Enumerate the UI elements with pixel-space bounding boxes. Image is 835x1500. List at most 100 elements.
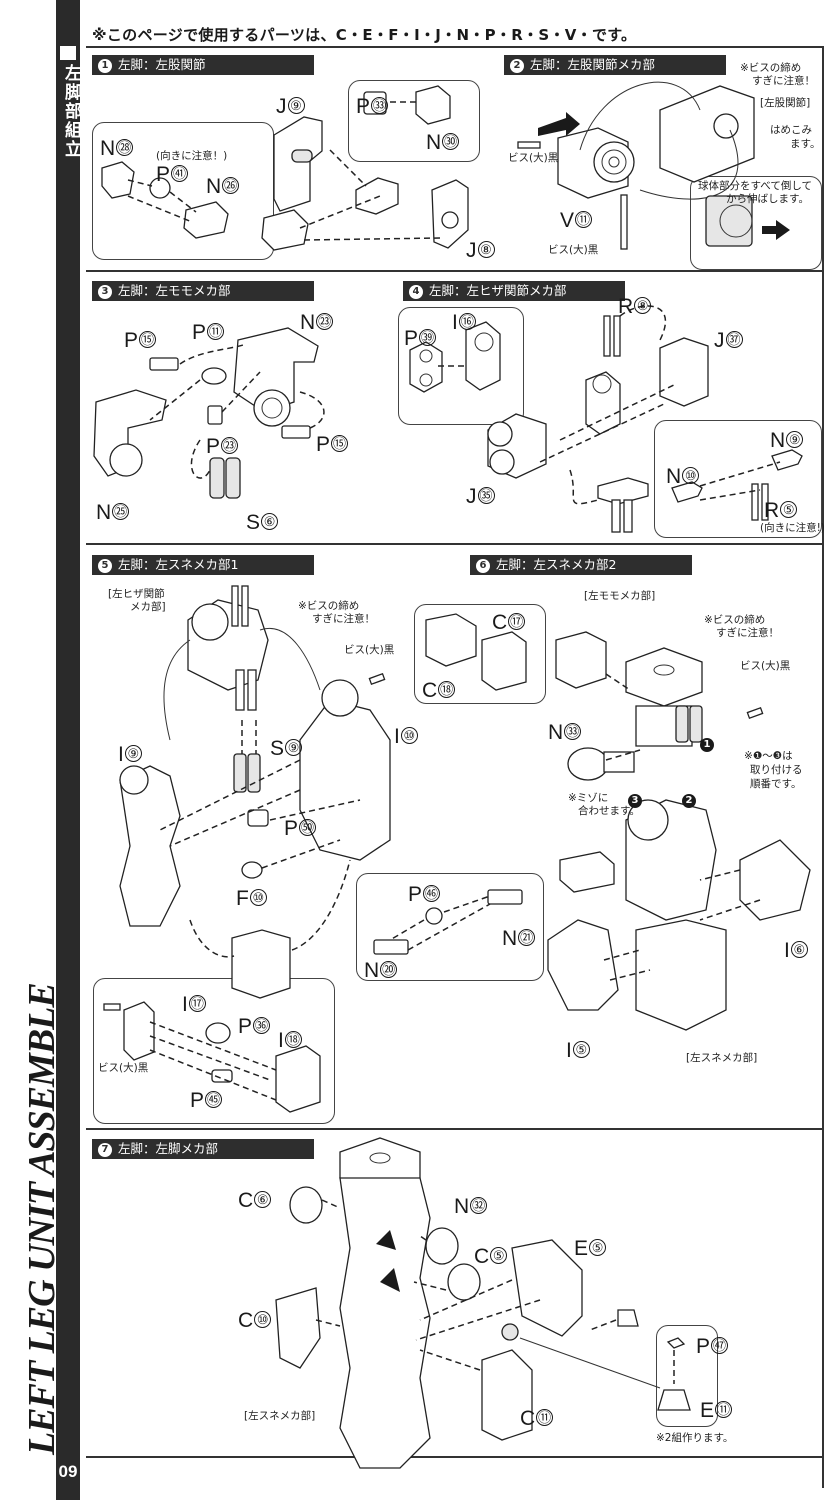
- step-5-header: 5 左脚：左スネメカ部1: [92, 555, 314, 575]
- order-marker-3: 3: [628, 794, 642, 808]
- reference-label: [左股関節]: [760, 97, 811, 109]
- section-sidebar: [56, 0, 80, 1500]
- screw-caution-note: すぎに注意！: [312, 613, 375, 625]
- order-note: 順番です。: [750, 778, 802, 790]
- step-7-title: 左脚：左脚メカ部: [118, 1141, 219, 1156]
- page-frame: [86, 46, 824, 1488]
- step-7-header: 7 左脚：左脚メカ部: [92, 1139, 314, 1159]
- order-note: 取り付ける: [750, 764, 803, 776]
- instruction-note: はめこみ: [770, 124, 812, 136]
- reference-label: メカ部]: [130, 601, 166, 613]
- screw-label: ビス(大)黒: [548, 244, 599, 256]
- screw-caution-note: ※ビスの締め: [704, 614, 766, 626]
- screw-label: ビス(大)黒: [344, 644, 395, 656]
- orientation-note: (向きに注意!): [760, 522, 825, 534]
- step-2-title: 左脚：左股関節メカ部: [530, 57, 656, 72]
- section-title-en: LEFT LEG UNIT ASSEMBLE: [21, 983, 63, 1455]
- step-3-number: 3: [98, 285, 112, 299]
- section-title-jp: 左脚部組立: [61, 64, 81, 159]
- section-title-block: 左脚部組立: [56, 42, 81, 159]
- reference-label: [左モモメカ部]: [584, 590, 656, 602]
- step-5-title: 左脚：左スネメカ部1: [118, 557, 239, 572]
- step-5-number: 5: [98, 559, 112, 573]
- step-6-callout-top: [414, 604, 546, 704]
- screw-caution-note: すぎに注意！: [716, 627, 779, 639]
- order-marker-2: 2: [682, 794, 696, 808]
- divider-row2: [86, 543, 824, 545]
- screw-label: ビス(大)黒: [740, 660, 791, 672]
- repeat-note: ※2組作ります。: [656, 1432, 734, 1444]
- groove-note: ※ミゾに: [568, 792, 609, 804]
- step-4-title: 左脚：左ヒザ関節メカ部: [429, 283, 567, 298]
- step-1-callout-right: [348, 80, 480, 162]
- reference-label: [左ヒザ関節: [108, 588, 165, 600]
- order-note: ※❶〜❸は: [744, 750, 793, 762]
- order-marker-1: 1: [700, 738, 714, 752]
- section-marker-square: [60, 46, 76, 60]
- parts-used-note: ※このページで使用するパーツは、C・E・F・I・J・N・P・R・S・V・です。: [92, 26, 637, 44]
- divider-row3: [86, 1128, 824, 1130]
- reference-label: [左スネメカ部]: [244, 1410, 316, 1422]
- step-1-header: 1 左脚：左股関節: [92, 55, 314, 75]
- screw-caution-note: ※ビスの締め: [740, 62, 802, 74]
- step-1-number: 1: [98, 59, 112, 73]
- step-7-number: 7: [98, 1143, 112, 1157]
- step-2-callout: [690, 176, 822, 270]
- reference-label: [左スネメカ部]: [686, 1052, 758, 1064]
- instruction-note: 球体部分をすべて倒して: [698, 180, 813, 192]
- instruction-note: から伸ばします。: [726, 193, 809, 205]
- step-2-number: 2: [510, 59, 524, 73]
- step-1-title: 左脚：左股関節: [118, 57, 206, 72]
- page-number: 09: [58, 1462, 78, 1481]
- screw-caution-note: すぎに注意！: [752, 75, 815, 87]
